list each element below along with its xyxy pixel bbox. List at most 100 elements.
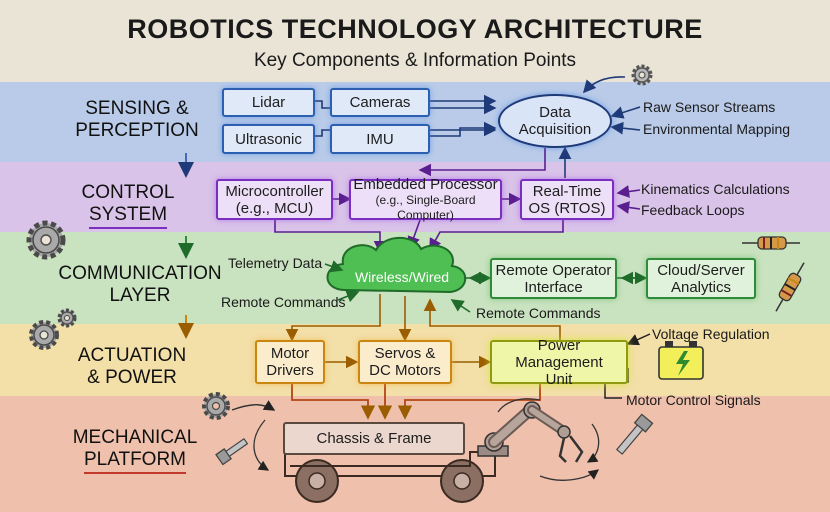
feedback-arrow bbox=[616, 201, 641, 214]
resistor-icon bbox=[775, 262, 805, 312]
chassis-frame-box: Chassis & Frame bbox=[283, 422, 465, 455]
data-acquisition-node: Data Acquisition bbox=[498, 94, 612, 148]
resistor-icon bbox=[742, 236, 800, 250]
motion-swoosh bbox=[497, 398, 541, 413]
power-mgmt-line2: Unit bbox=[545, 370, 573, 388]
power-management-box: Power Management Unit bbox=[490, 336, 628, 388]
voltage-note: Voltage Regulation bbox=[652, 326, 770, 342]
cameras-box: Cameras bbox=[330, 88, 430, 117]
voltage-arrow bbox=[626, 333, 651, 346]
communication-label-line1: COMMUNICATION bbox=[58, 263, 222, 284]
data-acquisition-line1: Data bbox=[539, 104, 571, 121]
feedback-note: Feedback Loops bbox=[641, 202, 745, 218]
mechanical-layer-label: MECHANICAL PLATFORM bbox=[45, 427, 225, 474]
robot-arm-icon bbox=[477, 401, 584, 463]
cloud-server-line2: Analytics bbox=[670, 278, 732, 296]
imu-label: IMU bbox=[366, 130, 394, 148]
chassis-label: Chassis & Frame bbox=[316, 430, 432, 447]
env-mapping-note: Environmental Mapping bbox=[643, 121, 791, 137]
mcu-box: Microcontroller (e.g., MCU) bbox=[216, 179, 333, 220]
remote-cmds-left-note: Remote Commands bbox=[221, 294, 346, 310]
motion-swoosh bbox=[253, 419, 270, 471]
actuation-label-line1: ACTUATION bbox=[77, 345, 187, 366]
mechanical-label-line1: MECHANICAL bbox=[72, 427, 198, 448]
control-label-line1: CONTROL bbox=[81, 182, 175, 203]
remote-cmds-right-note: Remote Commands bbox=[476, 305, 601, 321]
cameras-label: Cameras bbox=[349, 94, 411, 111]
gear-to-chassis-arrow bbox=[231, 400, 276, 411]
gear-icon bbox=[202, 392, 230, 420]
servos-line1: Servos & bbox=[374, 345, 436, 362]
motor-signals-note: Motor Control Signals bbox=[626, 392, 761, 408]
motion-swoosh bbox=[586, 423, 600, 463]
remote-operator-line2: Interface bbox=[524, 278, 583, 296]
motor-drivers-line1: Motor bbox=[270, 345, 310, 362]
communication-layer-label: COMMUNICATION LAYER bbox=[50, 263, 230, 307]
rtos-line1: Real-Time bbox=[532, 182, 602, 200]
cloud-server-box: Cloud/Server Analytics bbox=[646, 258, 756, 299]
diagram-title: ROBOTICS TECHNOLOGY ARCHITECTURE bbox=[127, 14, 703, 44]
rtos-line2: OS (RTOS) bbox=[528, 199, 606, 217]
wheel-hub-icon bbox=[308, 472, 326, 490]
imu-to-acquisition-arrow bbox=[430, 121, 497, 137]
mcu-to-cloud-line bbox=[274, 220, 387, 254]
kinematics-arrow bbox=[616, 185, 641, 198]
embedded-line1: Embedded Processor bbox=[353, 176, 498, 193]
gear-icon bbox=[57, 308, 77, 328]
cloud-server-line1: Cloud/Server bbox=[657, 261, 745, 279]
motor-drivers-box: Motor Drivers bbox=[255, 340, 325, 384]
power-to-chassis-arrow bbox=[397, 384, 541, 420]
remote-cmds-left-arrow bbox=[337, 290, 360, 303]
gear-to-acquisition-arrow bbox=[582, 76, 626, 94]
control-layer-label: CONTROL SYSTEM bbox=[38, 182, 218, 229]
lidar-label: Lidar bbox=[251, 94, 286, 111]
mechanical-label-line2: PLATFORM bbox=[83, 449, 187, 474]
bolt-icon bbox=[615, 413, 654, 455]
communication-label-line2: LAYER bbox=[109, 285, 171, 306]
telemetry-arrow bbox=[324, 260, 344, 273]
diagram-subtitle: Key Components & Information Points bbox=[253, 50, 577, 71]
raw-streams-arrow bbox=[610, 106, 641, 119]
gear-icon bbox=[631, 64, 653, 86]
mcu-line1: Microcontroller bbox=[225, 182, 324, 200]
actuation-label-line2: & POWER bbox=[87, 367, 177, 388]
motor-drivers-line2: Drivers bbox=[266, 362, 314, 379]
env-mapping-arrow bbox=[610, 121, 641, 135]
sensing-layer-label: SENSING & PERCEPTION bbox=[47, 98, 227, 142]
mcu-line2: (e.g., MCU) bbox=[235, 199, 314, 217]
cloud-to-motor-drivers-line bbox=[285, 294, 381, 342]
sensing-label-line1: SENSING & bbox=[85, 98, 189, 119]
lidar-box: Lidar bbox=[222, 88, 315, 117]
servos-box: Servos & DC Motors bbox=[358, 340, 452, 384]
cloud-label-text: Wireless/Wired bbox=[354, 268, 450, 285]
motion-swoosh bbox=[539, 469, 600, 481]
wireless-wired-label: Wireless/Wired bbox=[332, 266, 472, 288]
ultrasonic-label: Ultrasonic bbox=[235, 130, 302, 148]
power-mgmt-line1: Power Management bbox=[515, 336, 603, 371]
remote-operator-box: Remote Operator Interface bbox=[490, 258, 617, 299]
data-acquisition-line2: Acquisition bbox=[518, 121, 592, 138]
actuation-layer-label: ACTUATION & POWER bbox=[42, 345, 222, 389]
rtos-to-cloud-line bbox=[429, 220, 564, 252]
gear-icon bbox=[26, 220, 66, 260]
telemetry-note: Telemetry Data bbox=[228, 255, 323, 271]
control-label-line2: SYSTEM bbox=[88, 204, 168, 229]
drivers-to-chassis-arrow bbox=[291, 384, 376, 420]
imu-box: IMU bbox=[330, 124, 430, 154]
embedded-line2: (e.g., Single-Board Computer) bbox=[375, 193, 476, 222]
rtos-box: Real-Time OS (RTOS) bbox=[520, 179, 614, 220]
bolt-icon bbox=[215, 437, 249, 466]
embedded-processor-box: Embedded Processor (e.g., Single-Board C… bbox=[349, 176, 502, 222]
gear-icon bbox=[29, 320, 59, 350]
servos-line2: DC Motors bbox=[369, 362, 441, 379]
remote-cmds-right-arrow bbox=[450, 299, 471, 313]
battery-icon bbox=[658, 341, 704, 380]
power-to-cloud-line bbox=[423, 298, 561, 340]
raw-streams-note: Raw Sensor Streams bbox=[643, 99, 776, 115]
remote-operator-line1: Remote Operator bbox=[495, 261, 612, 279]
ultrasonic-box: Ultrasonic bbox=[222, 124, 315, 154]
kinematics-note: Kinematics Calculations bbox=[641, 181, 790, 197]
wheel-hub-icon bbox=[453, 472, 471, 490]
sensing-label-line2: PERCEPTION bbox=[75, 120, 199, 141]
